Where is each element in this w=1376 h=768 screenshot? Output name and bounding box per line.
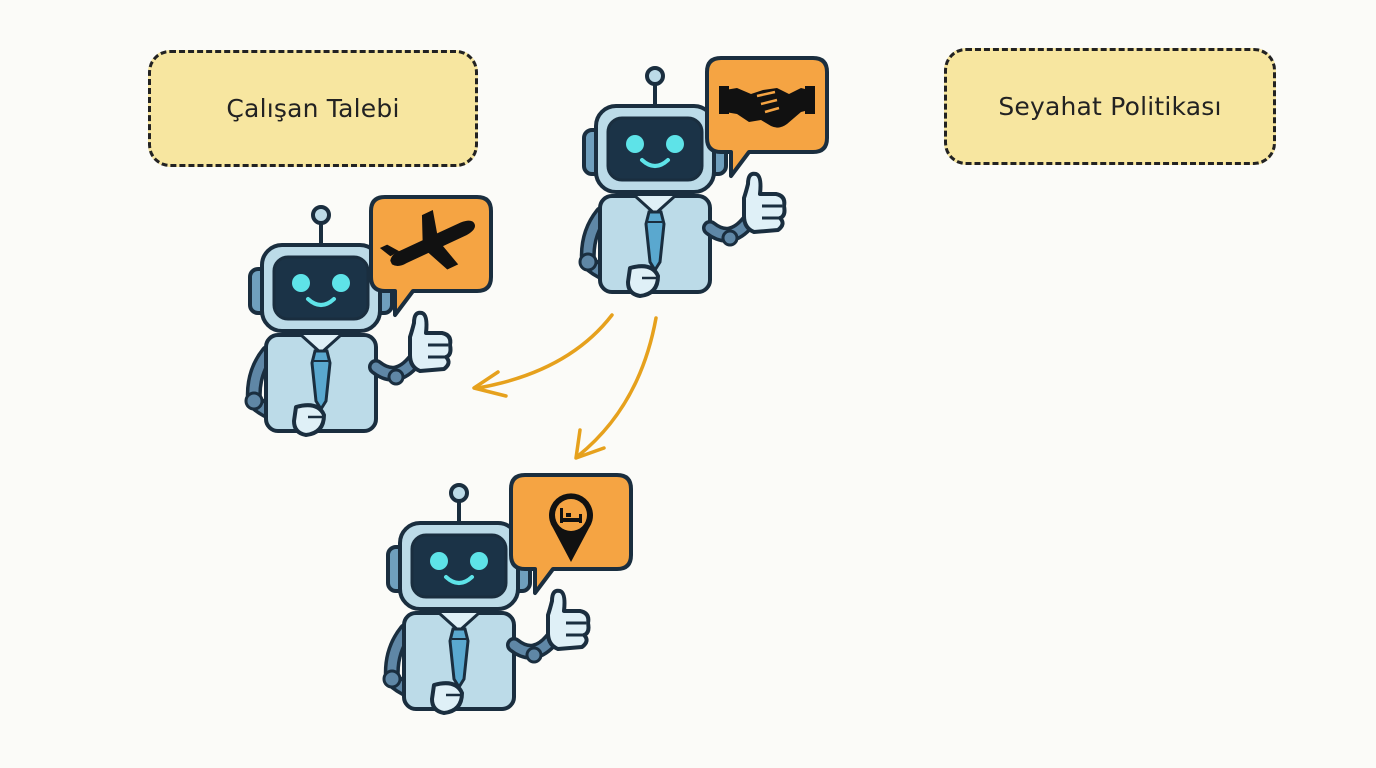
hotel-location-pin-icon <box>549 493 593 562</box>
arrow-to-hotel-agent <box>574 316 658 460</box>
employee-request-note: Çalışan Talebi <box>148 50 478 167</box>
travel-policy-label: Seyahat Politikası <box>998 92 1222 121</box>
travel-policy-note: Seyahat Politikası <box>944 48 1276 165</box>
airplane-icon <box>379 210 475 270</box>
handshake-icon <box>719 86 815 128</box>
arrow-to-flight-agent <box>472 313 614 398</box>
employee-request-label: Çalışan Talebi <box>226 94 400 123</box>
